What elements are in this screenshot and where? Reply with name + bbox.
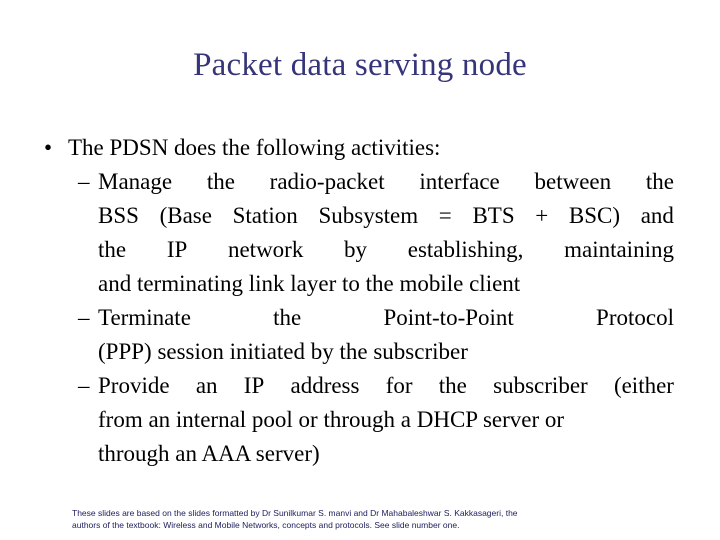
bullet-dash-icon: – [78,169,90,194]
sub-bullet-list: – Manage the radio-packet interface betw… [40,165,674,471]
bullet-level1-intro: • The PDSN does the following activities… [40,131,674,165]
sub-bullet-line: from an internal pool or through a DHCP … [98,407,565,432]
bullet-level1-text: The PDSN does the following activities: [68,135,441,160]
sub-bullet-continuation: through an AAA server) [78,437,674,471]
slide-body: • The PDSN does the following activities… [40,131,674,471]
sub-bullet-continuation: and terminating link layer to the mobile… [78,267,674,301]
sub-bullet-line: the IP network by establishing, maintain… [98,237,674,262]
sub-bullet-continuation: from an internal pool or through a DHCP … [78,403,674,437]
sub-bullet-item-terminate: – Terminate the Point-to-Point Protocol [78,301,674,335]
sub-bullet-line: through an AAA server) [98,441,320,466]
footnote-line-1: These slides are based on the slides for… [72,508,518,518]
footnote-line-2: authors of the textbook: Wireless and Mo… [72,519,460,530]
sub-bullet-line: BSS (Base Station Subsystem = BTS + BSC)… [98,203,674,228]
sub-bullet-item-provide: – Provide an IP address for the subscrib… [78,369,674,403]
sub-bullet-line: Manage the radio-packet interface betwee… [98,169,674,194]
sub-bullet-line: Provide an IP address for the subscriber… [98,373,674,398]
slide-footnote: These slides are based on the slides for… [72,508,662,531]
sub-bullet-continuation: BSS (Base Station Subsystem = BTS + BSC)… [78,199,674,233]
slide-title: Packet data serving node [193,47,527,83]
bullet-dash-icon: – [78,373,90,398]
bullet-dash-icon: – [78,305,90,330]
sub-bullet-continuation: (PPP) session initiated by the subscribe… [78,335,674,369]
sub-bullet-line: (PPP) session initiated by the subscribe… [98,339,468,364]
bullet-dot-icon: • [44,135,53,160]
sub-bullet-line: Terminate the Point-to-Point Protocol [98,305,674,330]
sub-bullet-line: and terminating link layer to the mobile… [98,271,521,296]
sub-bullet-continuation: the IP network by establishing, maintain… [78,233,674,267]
sub-bullet-item-manage: – Manage the radio-packet interface betw… [78,165,674,199]
